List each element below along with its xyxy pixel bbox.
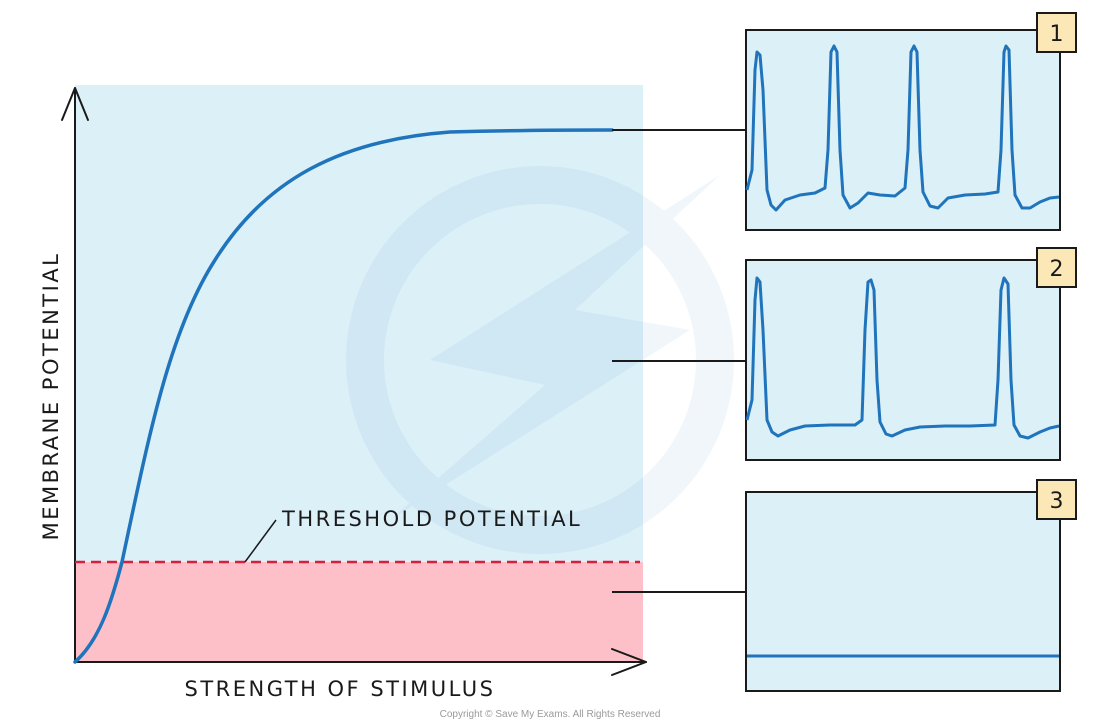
y-axis-arrowhead — [61, 87, 89, 121]
panel-2: 2 — [745, 247, 1077, 461]
x-axis-label: STRENGTH OF STIMULUS — [184, 677, 495, 701]
panel-3-badge — [1036, 479, 1077, 520]
panel-1-trace — [745, 44, 1060, 212]
panel-2-number: 2 — [1050, 257, 1064, 282]
panel-connectors — [612, 129, 746, 593]
x-axis-arrowhead — [611, 648, 647, 676]
axes — [61, 87, 647, 676]
panel-1: 1 — [745, 12, 1077, 231]
threshold-label: THRESHOLD POTENTIAL — [281, 507, 582, 531]
plot-background — [75, 85, 643, 562]
below-threshold-region — [75, 562, 643, 662]
copyright-notice: Copyright © Save My Exams. All Rights Re… — [439, 709, 661, 720]
y-axis-label: MEMBRANE POTENTIAL — [39, 252, 63, 541]
panel-3: 3 — [745, 479, 1077, 692]
response-curve — [73, 128, 614, 664]
panel-2-trace — [745, 276, 1060, 440]
panel-3-number: 3 — [1050, 489, 1064, 514]
threshold-leader-line — [244, 519, 277, 563]
panel-3-frame — [745, 491, 1061, 692]
panel-1-badge — [1036, 12, 1077, 53]
panel-2-badge — [1036, 247, 1077, 288]
panel-1-number: 1 — [1050, 22, 1064, 47]
